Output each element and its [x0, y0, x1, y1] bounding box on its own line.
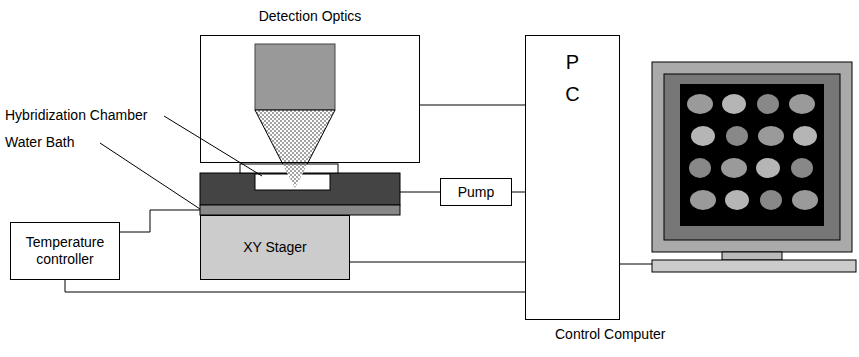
connector-line	[420, 105, 525, 106]
objective-lens	[255, 44, 335, 110]
spot	[757, 94, 779, 114]
stage-box: XY Stager	[200, 215, 350, 280]
wire	[620, 264, 652, 265]
wire	[400, 192, 440, 193]
part-label: Control Computer	[555, 326, 666, 343]
node-label: XY Stager	[243, 239, 307, 256]
monitor-base	[652, 260, 856, 272]
spot	[725, 190, 749, 210]
spot	[760, 190, 782, 210]
node-label: P C	[561, 46, 585, 110]
leader-line	[100, 143, 200, 209]
spot	[789, 94, 815, 114]
spot	[756, 158, 780, 178]
pump-box: Pump	[440, 178, 512, 206]
spot	[758, 126, 784, 146]
connector	[65, 280, 525, 292]
monitor-stand	[722, 252, 782, 260]
monitor-bezel	[652, 62, 852, 252]
part-label: Hybridization Chamber	[5, 107, 147, 124]
water-bath	[200, 205, 400, 215]
spot	[687, 94, 713, 114]
connector-line	[350, 262, 525, 263]
spot	[792, 190, 818, 210]
connector	[350, 262, 525, 263]
leader-line	[164, 116, 262, 176]
connector	[420, 105, 525, 106]
spot-array	[687, 94, 818, 210]
spot	[793, 126, 817, 146]
connector-line	[512, 192, 525, 193]
spot	[722, 94, 746, 114]
computer-box: P C	[525, 35, 620, 320]
spot	[690, 190, 716, 210]
spot	[689, 158, 711, 178]
connector	[512, 192, 525, 193]
monitor-inner	[664, 74, 840, 240]
node-label: Pump	[458, 184, 495, 201]
spot	[726, 126, 748, 146]
spot	[721, 158, 747, 178]
spot	[691, 126, 715, 146]
part-label: Water Bath	[5, 134, 75, 151]
node-heading: Detection Optics	[201, 8, 419, 25]
optics-housing: Detection Optics	[200, 35, 420, 163]
wire	[110, 210, 200, 232]
spot	[791, 158, 813, 178]
monitor-screen	[680, 84, 824, 226]
light-cone-tip	[283, 165, 307, 188]
controller-box: Temperature controller	[10, 222, 120, 280]
node-label: Temperature controller	[11, 234, 119, 268]
connector-line	[65, 280, 525, 292]
